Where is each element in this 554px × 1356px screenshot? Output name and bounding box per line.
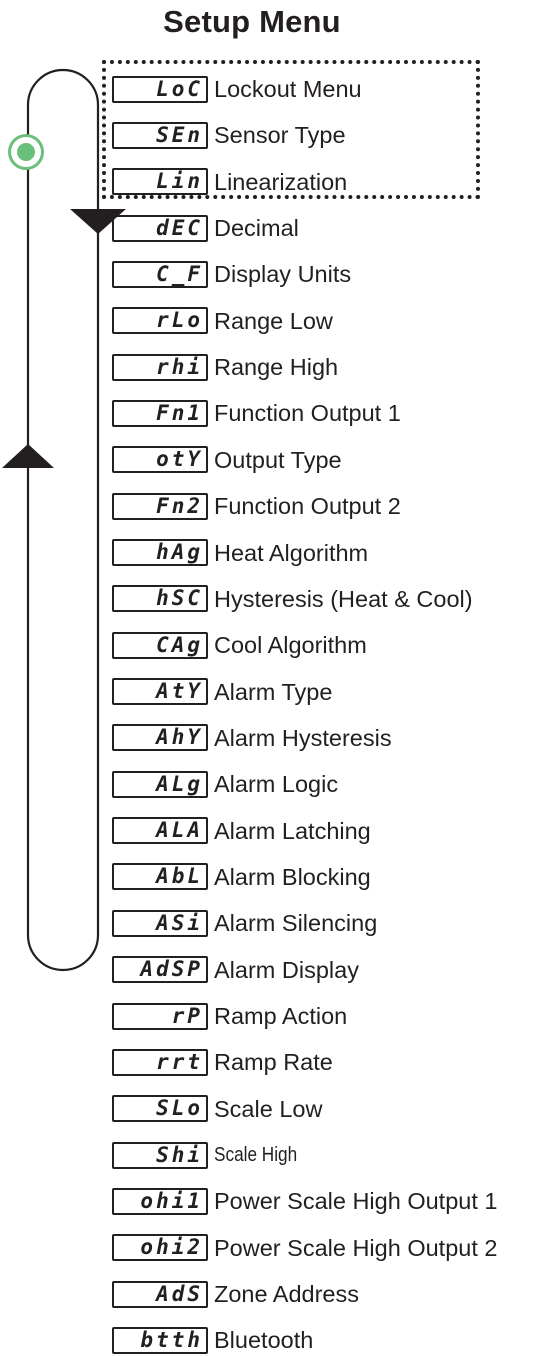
menu-item-code: AhY [112, 724, 208, 752]
menu-item-label: Alarm Display [214, 956, 359, 983]
menu-item-label: Bluetooth [214, 1327, 314, 1354]
menu-item-code: otY [112, 446, 208, 474]
menu-item-code: LoC [112, 75, 208, 103]
menu-item-code: rLo [112, 307, 208, 335]
menu-item-label: Scale High [214, 1144, 298, 1167]
menu-item-label: Lockout Menu [214, 76, 362, 102]
menu-item-code: rrt [112, 1048, 208, 1076]
menu-item-label: Heat Algorithm [214, 539, 369, 566]
menu-item-label: Linearization [214, 168, 348, 195]
menu-item-label: Alarm Latching [214, 817, 371, 844]
menu-item-label: Range High [214, 354, 339, 381]
menu-item-code: AbL [112, 863, 208, 891]
lockout-group-box [102, 60, 480, 199]
menu-item-label: Power Scale High Output 1 [214, 1188, 498, 1215]
menu-item-label: Output Type [214, 446, 342, 473]
menu-item-code: ALA [112, 817, 208, 845]
menu-item-code: Lin [112, 168, 208, 196]
menu-item-label: Alarm Hysteresis [214, 724, 392, 751]
menu-item-code: SLo [112, 1095, 208, 1123]
menu-item-label: Alarm Type [214, 678, 333, 705]
menu-item-label: Function Output 1 [214, 400, 401, 427]
menu-item-label: Cool Algorithm [214, 632, 367, 659]
menu-item-code: dEC [112, 214, 208, 242]
circular-loop-icon [8, 134, 44, 170]
menu-item-label: Range Low [214, 307, 333, 334]
menu-item-code: rP [112, 1002, 208, 1030]
menu-item-label: Scale Low [214, 1095, 323, 1122]
menu-item-label: Ramp Rate [214, 1049, 333, 1076]
menu-item-code: ALg [112, 770, 208, 798]
menu-item-code: hAg [112, 539, 208, 566]
menu-item-label: Zone Address [214, 1281, 360, 1308]
menu-item-label: Alarm Logic [214, 771, 339, 798]
menu-item[interactable]: Shi Scale High [112, 1138, 311, 1172]
menu-item-code: AtY [112, 678, 208, 706]
menu-item-code: ohi1 [112, 1187, 208, 1215]
up-triangle-arrow-icon [2, 444, 54, 468]
menu-item-label: Sensor Type [214, 122, 346, 149]
menu-item-code: hSC [112, 585, 208, 613]
menu-item-label: Decimal [214, 215, 299, 242]
menu-item-code: Fn2 [112, 492, 208, 520]
menu-item-label: Function Output 2 [214, 493, 401, 520]
menu-item-code: AdS [112, 1280, 208, 1308]
menu-item-label: Power Scale High Output 2 [214, 1234, 498, 1261]
menu-item-code: C_F [112, 260, 208, 288]
menu-item-code: ASi [112, 909, 208, 937]
menu-item-code: Fn1 [112, 399, 208, 427]
loop-line [26, 68, 100, 972]
menu-item-label: Alarm Blocking [214, 863, 371, 890]
menu-item-code: AdSP [112, 956, 208, 984]
menu-item-code: btth [112, 1326, 208, 1354]
diagram-title: Setup Menu [163, 4, 341, 39]
menu-item-label: Alarm Silencing [214, 910, 378, 937]
menu-item-label: Hysteresis (Heat & Cool) [214, 585, 473, 612]
menu-item-label: Ramp Action [214, 1003, 348, 1029]
menu-item-code: Shi [112, 1141, 208, 1169]
menu-item-code: CAg [112, 631, 208, 659]
menu-item-code: SEn [112, 121, 208, 149]
menu-item-code: rhi [112, 353, 208, 381]
menu-item-code: ohi2 [112, 1234, 208, 1262]
menu-item-label: Display Units [214, 261, 352, 288]
